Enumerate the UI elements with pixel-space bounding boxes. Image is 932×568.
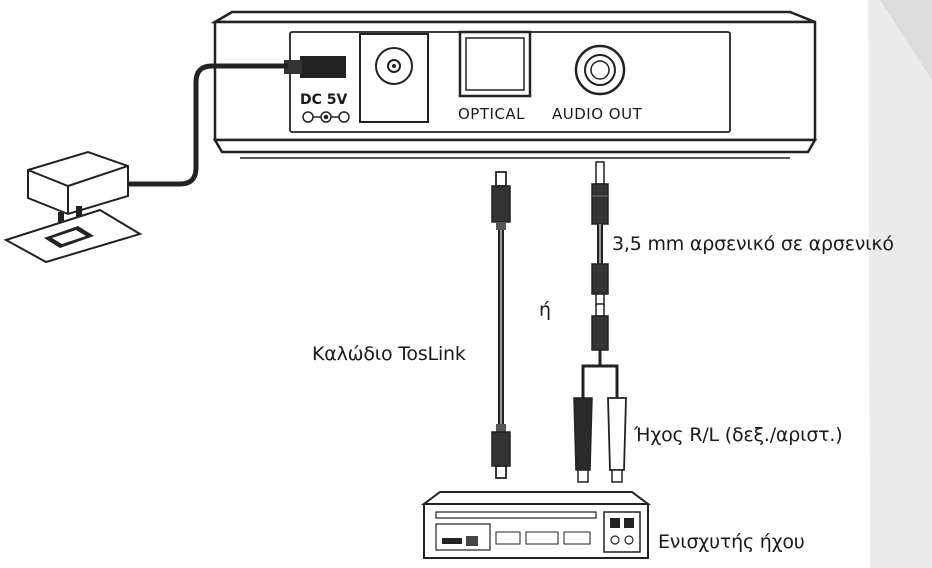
or-label: ή xyxy=(539,299,551,321)
toslink-cable xyxy=(491,171,511,479)
optical-label: OPTICAL xyxy=(458,105,525,123)
mm35-label: 3,5 mm αρσενικό σε αρσενικό xyxy=(612,233,894,255)
optical-port xyxy=(458,30,532,98)
background-corner-shape xyxy=(868,0,932,568)
mm35-cable xyxy=(591,161,609,307)
polarity-icon xyxy=(302,111,350,123)
audio-out-label: AUDIO OUT xyxy=(552,105,643,123)
rl-audio-label: Ήχος R/L (δεξ./αριστ.) xyxy=(634,424,843,446)
amplifier-label: Ενισχυτής ήχου xyxy=(658,531,805,553)
toslink-label: Καλώδιο TosLink xyxy=(312,343,466,365)
dc-jack xyxy=(359,33,429,123)
rca-cable xyxy=(573,303,627,483)
audio-out-port xyxy=(574,44,626,96)
power-adapter-icon xyxy=(3,56,346,264)
dc-label: DC 5V xyxy=(300,92,348,108)
background-corner-shade xyxy=(880,0,932,80)
amplifier-icon xyxy=(421,491,651,559)
